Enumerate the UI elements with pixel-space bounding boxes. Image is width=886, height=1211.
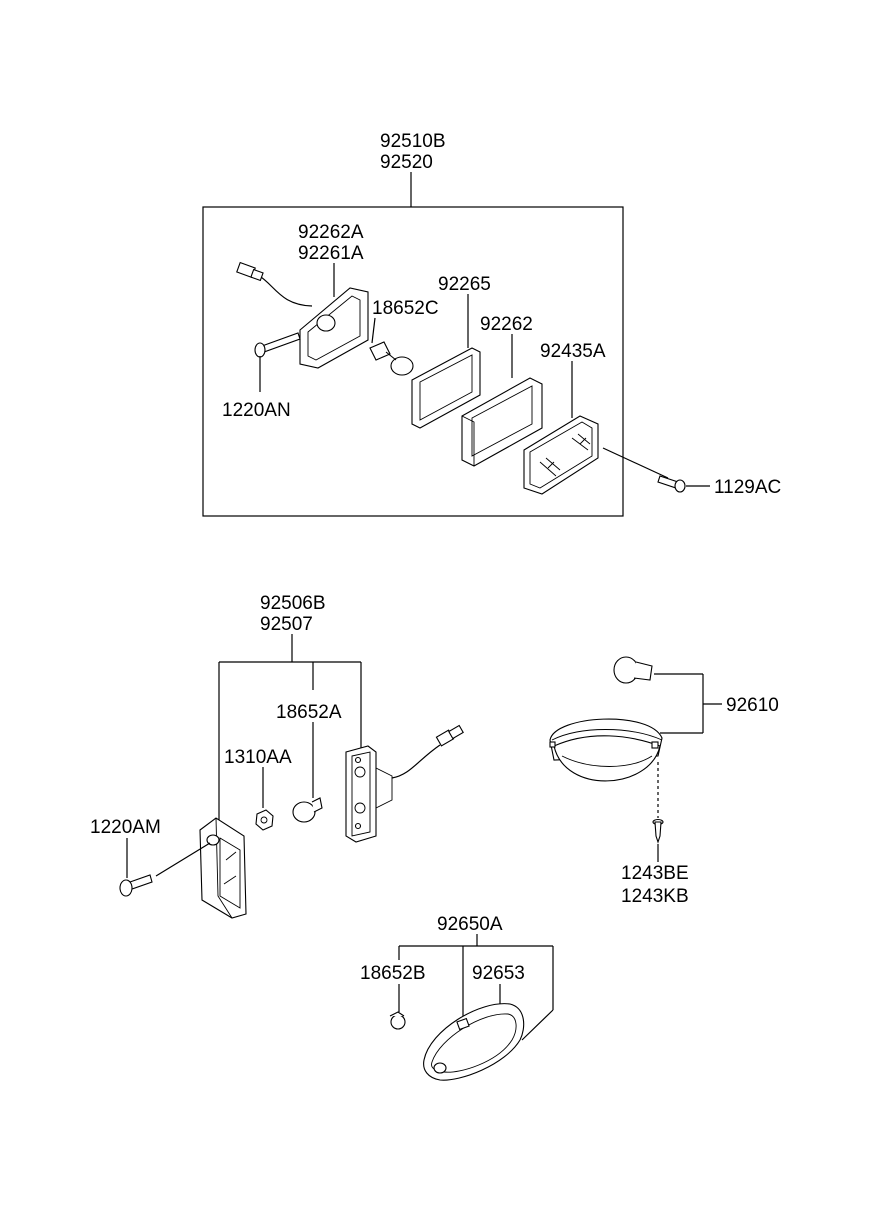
label-92506B: 92506B (260, 593, 326, 614)
lens-92435A-part (523, 415, 599, 495)
leader-plate-lens-right-b (521, 1009, 554, 1041)
lamp-housing-part (299, 287, 369, 369)
leader-1220AM-screw (155, 842, 211, 877)
label-1243KB: 1243KB (621, 886, 689, 907)
bulb-18652B-part (389, 1011, 406, 1030)
label-92653: 92653 (472, 963, 525, 984)
label-92265: 92265 (438, 274, 491, 295)
label-1220AN: 1220AN (222, 400, 291, 421)
wire-harness-part (236, 261, 313, 307)
label-1220AM: 1220AM (90, 817, 161, 838)
room-lamp-lens-part (549, 718, 663, 782)
side-lamp-group: 92506B 92507 18652A 1310AA (90, 593, 464, 919)
screw-1129AC-part (657, 475, 686, 493)
assembly-box (202, 206, 624, 517)
label-18652B: 18652B (360, 963, 426, 984)
bezel-92262-part (461, 377, 543, 467)
bulb-18652C-part (369, 341, 414, 376)
label-92520: 92520 (380, 152, 433, 173)
side-wire-harness-part (391, 724, 464, 779)
plate-lamp-group: 92650A 18652B 92653 (360, 914, 554, 1081)
bulb-18652A-part (292, 797, 323, 823)
leader-1129AC-a (602, 447, 669, 479)
label-92510B: 92510B (380, 131, 446, 152)
label-18652A: 18652A (276, 702, 342, 723)
label-92650A: 92650A (437, 914, 503, 935)
bulb-92610-part (613, 656, 653, 684)
plate-lamp-lens-part (423, 1003, 525, 1081)
side-housing-part (345, 745, 393, 843)
label-1243BE: 1243BE (621, 863, 689, 884)
screw-1220AN-part (254, 332, 301, 358)
room-lamp-group: 92610 1243BE 1243KB (549, 656, 779, 907)
label-92507: 92507 (260, 614, 313, 635)
screw-1220AM-part (119, 874, 153, 897)
leader-18652C (371, 317, 376, 344)
label-1310AA: 1310AA (224, 747, 292, 768)
screw-1243BE-part (652, 818, 664, 844)
label-92261A: 92261A (298, 243, 364, 264)
label-18652C: 18652C (372, 298, 439, 319)
headlamp-assembly-group: 92510B 92520 92262A 92261A 1220AN 18652C (202, 131, 781, 517)
label-92262A: 92262A (298, 222, 364, 243)
nut-1310AA-part (255, 809, 274, 831)
label-92610: 92610 (726, 695, 779, 716)
label-92262: 92262 (480, 314, 533, 335)
label-92435A: 92435A (540, 341, 606, 362)
side-lens-part (199, 817, 247, 919)
label-1129AC: 1129AC (714, 477, 781, 498)
gasket-92265-part (411, 347, 481, 429)
